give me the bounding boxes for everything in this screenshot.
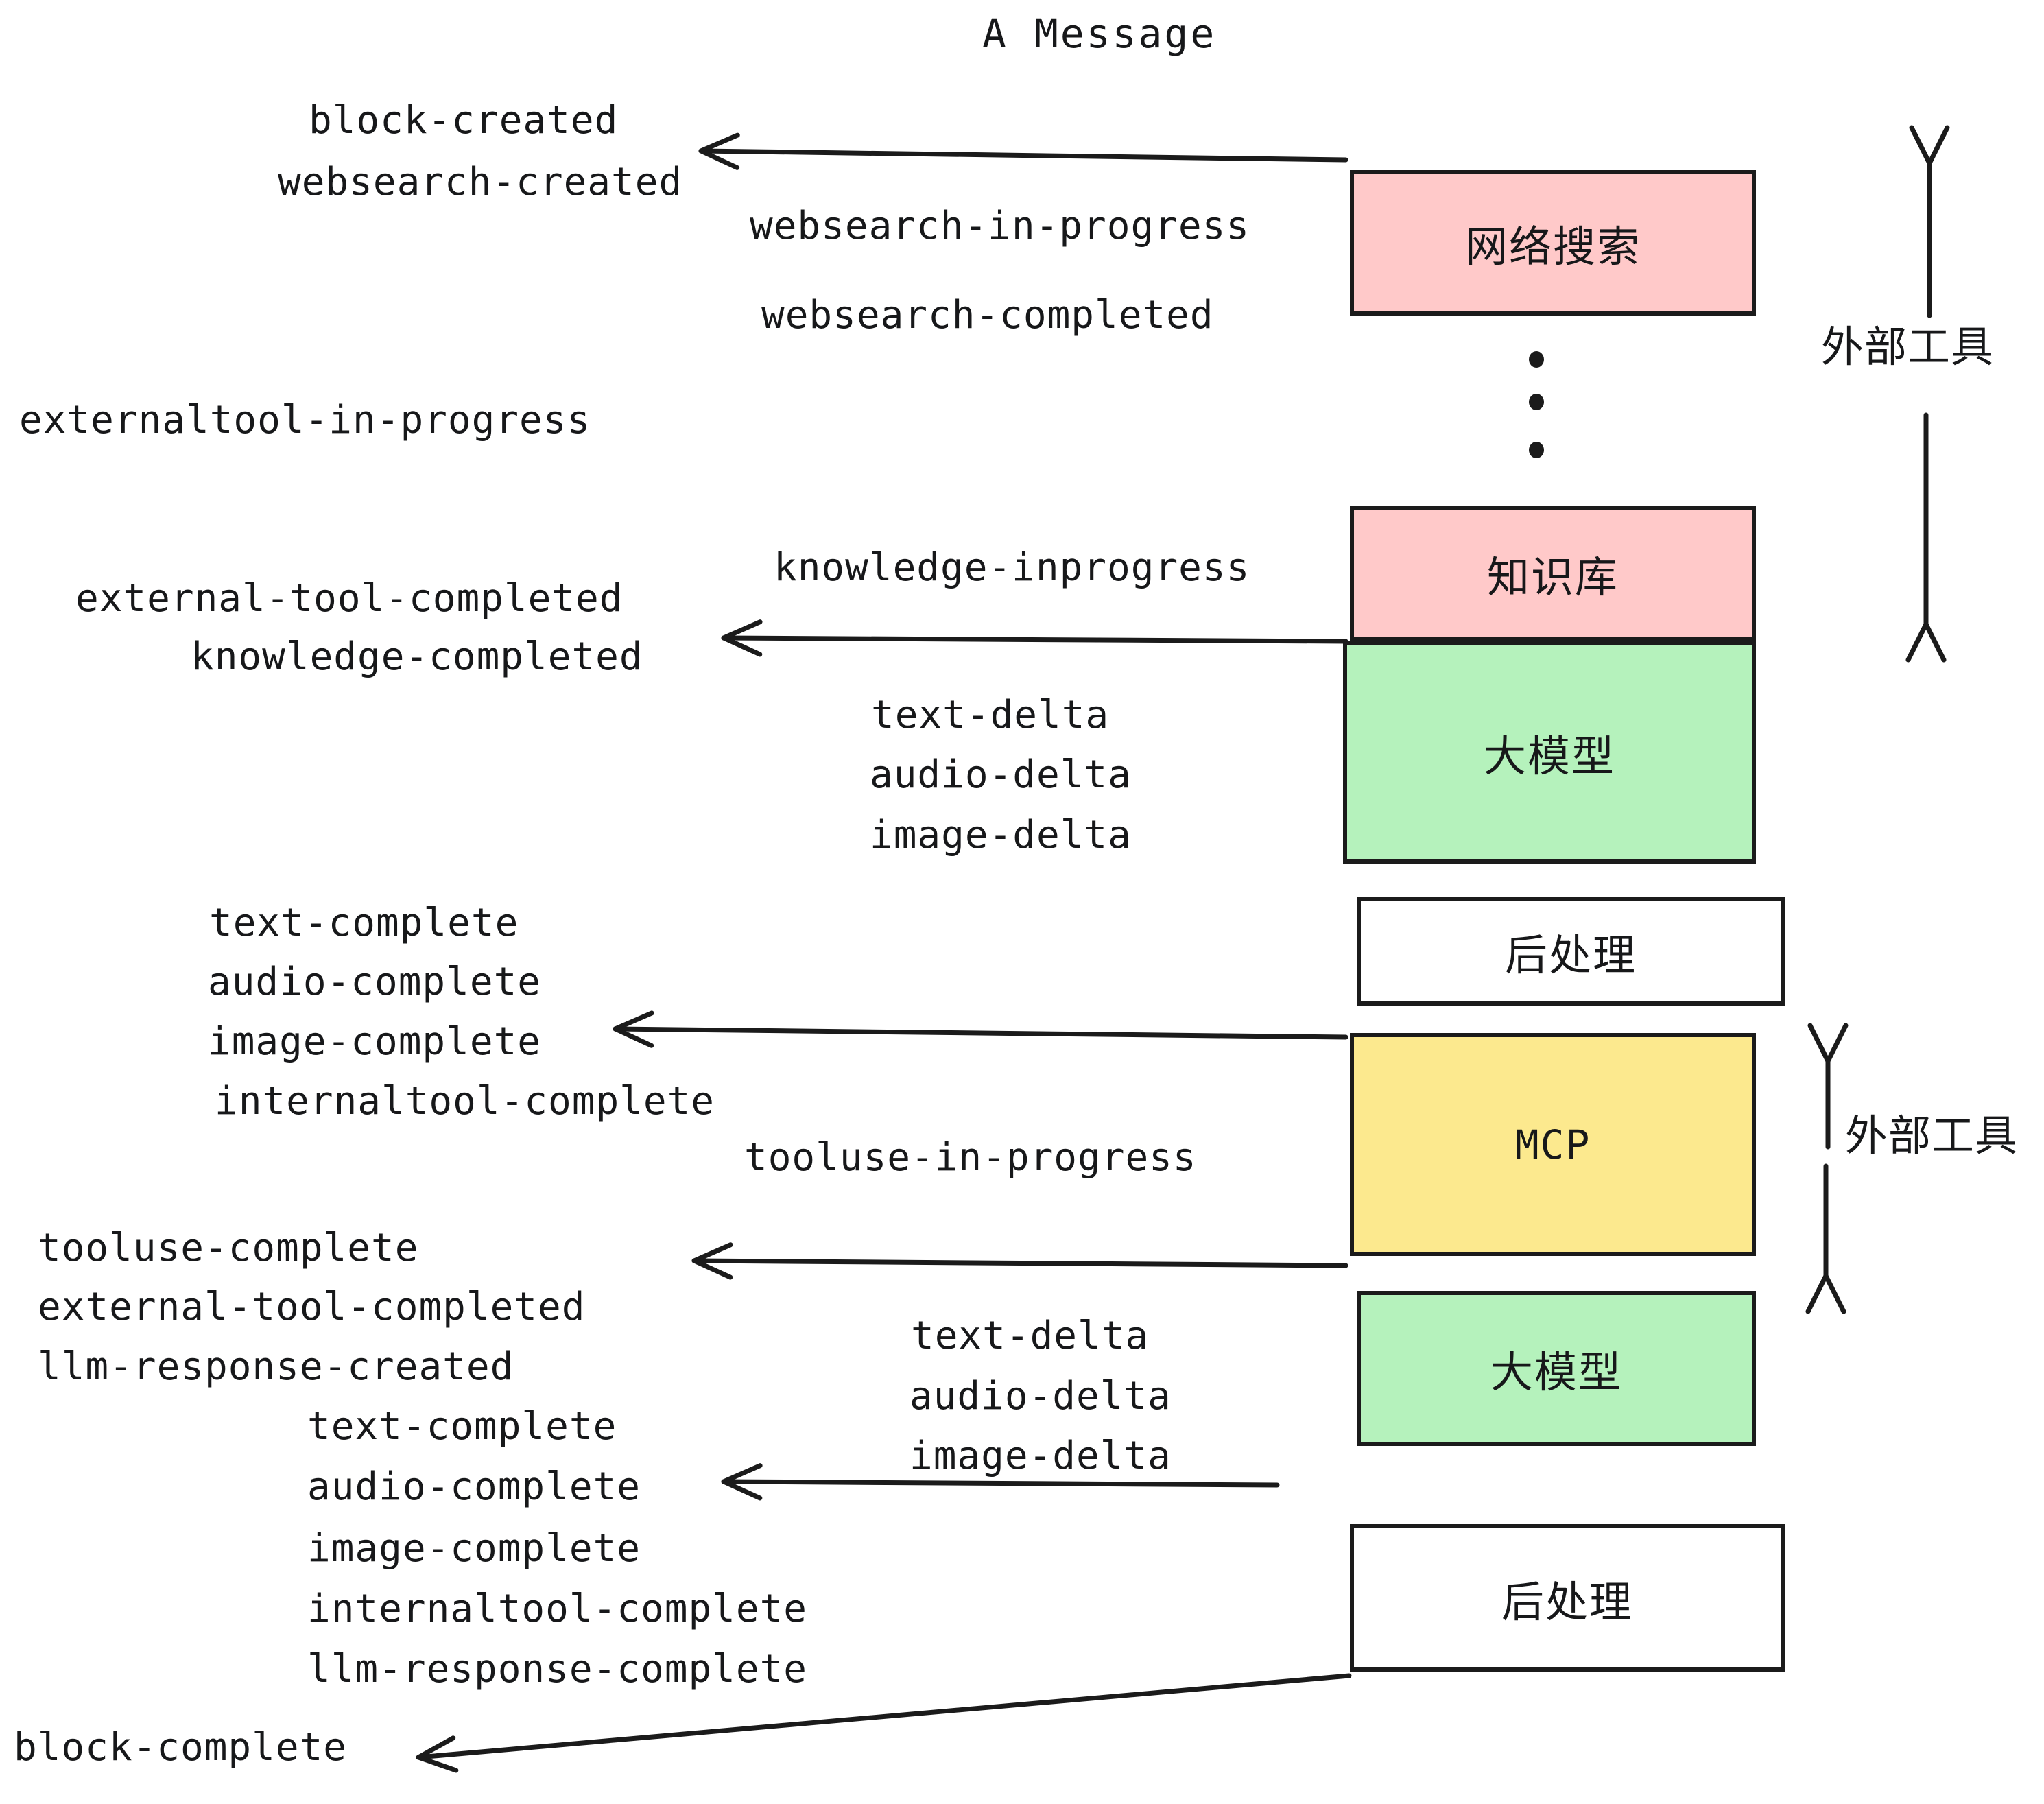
event-external-tool-completed-1: external-tool-completed	[75, 576, 623, 621]
event-llm-response-created: llm-response-created	[38, 1344, 514, 1389]
ellipsis-dot-icon	[1529, 442, 1544, 458]
event-block-created: block-created	[309, 98, 619, 143]
event-knowledge-inprogress: knowledge-inprogress	[774, 545, 1250, 590]
arrow-postproc2-to-events-head	[416, 1735, 459, 1773]
event-knowledge-completed: knowledge-completed	[191, 634, 643, 679]
node-llm-1: 大模型	[1343, 641, 1756, 864]
node-postproc-2: 后处理	[1350, 1524, 1785, 1672]
arrow-llm2-to-events-head	[721, 1463, 763, 1501]
arrow-websearch-to-events	[698, 148, 1348, 163]
bracket-external-tools-bottom-down-head	[1805, 1273, 1846, 1314]
event-websearch-completed: websearch-completed	[761, 293, 1214, 337]
node-label: MCP	[1514, 1121, 1591, 1168]
bracket-external-tools-top-up-head	[1909, 125, 1950, 166]
node-label: 大模型	[1483, 731, 1615, 781]
event-websearch-created: websearch-created	[278, 160, 683, 204]
event-text-delta-1: text-delta	[871, 693, 1110, 737]
node-postproc-1: 后处理	[1357, 897, 1785, 1006]
node-mcp: MCP	[1350, 1033, 1756, 1256]
event-externaltool-in-progress: externaltool-in-progress	[19, 398, 591, 442]
event-external-tool-completed-2: external-tool-completed	[38, 1285, 586, 1329]
node-label: 网络搜索	[1464, 222, 1641, 272]
event-tooluse-in-progress: tooluse-in-progress	[744, 1135, 1197, 1180]
event-internaltool-complete-2: internaltool-complete	[307, 1587, 808, 1631]
group-label-external-tools-top: 外部工具	[1821, 322, 1995, 372]
event-websearch-in-progress: websearch-in-progress	[750, 204, 1250, 248]
arrow-postproc1-to-events	[613, 1026, 1348, 1040]
bracket-external-tools-bottom-up-head	[1807, 1023, 1849, 1064]
event-audio-complete-1: audio-complete	[208, 960, 542, 1004]
arrow-postproc1-to-events-head	[613, 1010, 654, 1048]
node-websearch: 网络搜索	[1350, 170, 1756, 316]
event-text-delta-2: text-delta	[911, 1314, 1150, 1358]
event-internaltool-complete-1: internaltool-complete	[215, 1079, 715, 1124]
arrow-mcp-to-events-head	[691, 1242, 733, 1280]
bracket-external-tools-top-down-head	[1905, 621, 1947, 663]
node-label: 后处理	[1501, 1576, 1633, 1627]
event-tooluse-complete: tooluse-complete	[38, 1226, 419, 1270]
node-llm-2: 大模型	[1357, 1291, 1756, 1446]
node-label: 知识库	[1486, 552, 1619, 602]
arrow-knowledge-to-events-head	[721, 619, 763, 657]
node-label: 后处理	[1504, 930, 1637, 980]
diagram-title: A Message	[982, 10, 1217, 57]
ellipsis-dot-icon	[1529, 351, 1544, 368]
event-audio-delta-2: audio-delta	[910, 1374, 1172, 1419]
event-audio-delta-1: audio-delta	[870, 752, 1132, 797]
event-image-complete-1: image-complete	[208, 1019, 542, 1064]
event-image-complete-2: image-complete	[307, 1526, 641, 1571]
event-image-delta-2: image-delta	[910, 1434, 1172, 1478]
node-label: 大模型	[1490, 1347, 1622, 1397]
event-block-complete: block-complete	[14, 1725, 348, 1770]
event-audio-complete-2: audio-complete	[307, 1464, 641, 1509]
group-label-external-tools-bottom: 外部工具	[1845, 1111, 2019, 1161]
arrow-mcp-to-events	[691, 1258, 1348, 1268]
arrow-knowledge-to-events	[721, 635, 1348, 644]
ellipsis-dot-icon	[1529, 394, 1544, 410]
event-text-complete-1: text-complete	[209, 901, 519, 945]
event-llm-response-complete: llm-response-complete	[307, 1647, 808, 1692]
arrow-llm2-to-events	[721, 1479, 1280, 1488]
event-text-complete-2: text-complete	[307, 1404, 617, 1449]
arrow-websearch-to-events-head	[698, 132, 740, 170]
event-image-delta-1: image-delta	[870, 813, 1132, 857]
node-knowledge: 知识库	[1350, 506, 1756, 641]
